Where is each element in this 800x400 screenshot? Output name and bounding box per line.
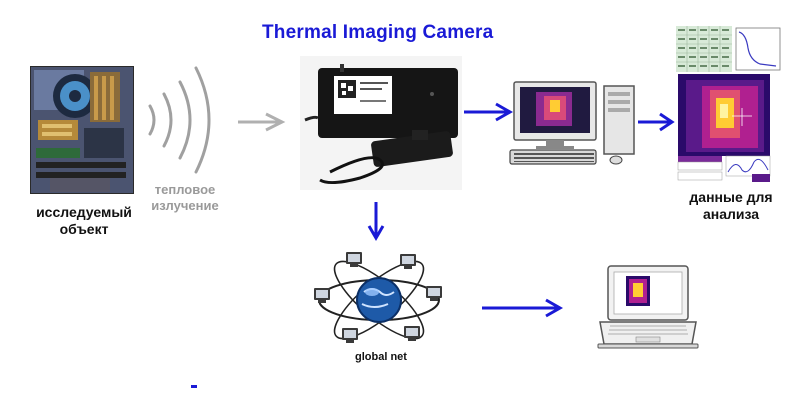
radiation-label-line1: тепловое: [154, 182, 216, 197]
computer-motherboard-photo: [30, 66, 134, 194]
analysis-label-line1: данные для: [689, 189, 773, 205]
object-label-line1: исследуемый: [36, 204, 132, 220]
blue-arrow-to-desktop: [462, 102, 514, 122]
network-globe-icon: [312, 248, 446, 352]
object-label: исследуемый объект: [20, 204, 148, 238]
analysis-label-line2: анализа: [702, 206, 760, 222]
diagram-title: Thermal Imaging Camera: [262, 22, 494, 43]
blue-dash-mark: [191, 385, 197, 388]
laptop-icon: [596, 264, 700, 352]
gray-arrow: [236, 112, 286, 132]
analysis-label: данные для анализа: [676, 189, 786, 223]
desktop-computer-icon: [506, 78, 638, 170]
blue-arrow-to-laptop: [480, 298, 566, 318]
blue-arrow-to-analysis: [636, 112, 676, 132]
radiation-waves-icon: [140, 62, 220, 178]
radiation-label: тепловое излучение: [140, 182, 230, 214]
network-label: global net: [355, 351, 407, 363]
object-label-line2: объект: [59, 221, 109, 237]
radiation-label-line2: излучение: [151, 198, 219, 213]
blue-arrow-to-network: [366, 200, 386, 242]
thermogram-screen: [676, 26, 782, 182]
thermal-camera-photo: [300, 56, 462, 190]
